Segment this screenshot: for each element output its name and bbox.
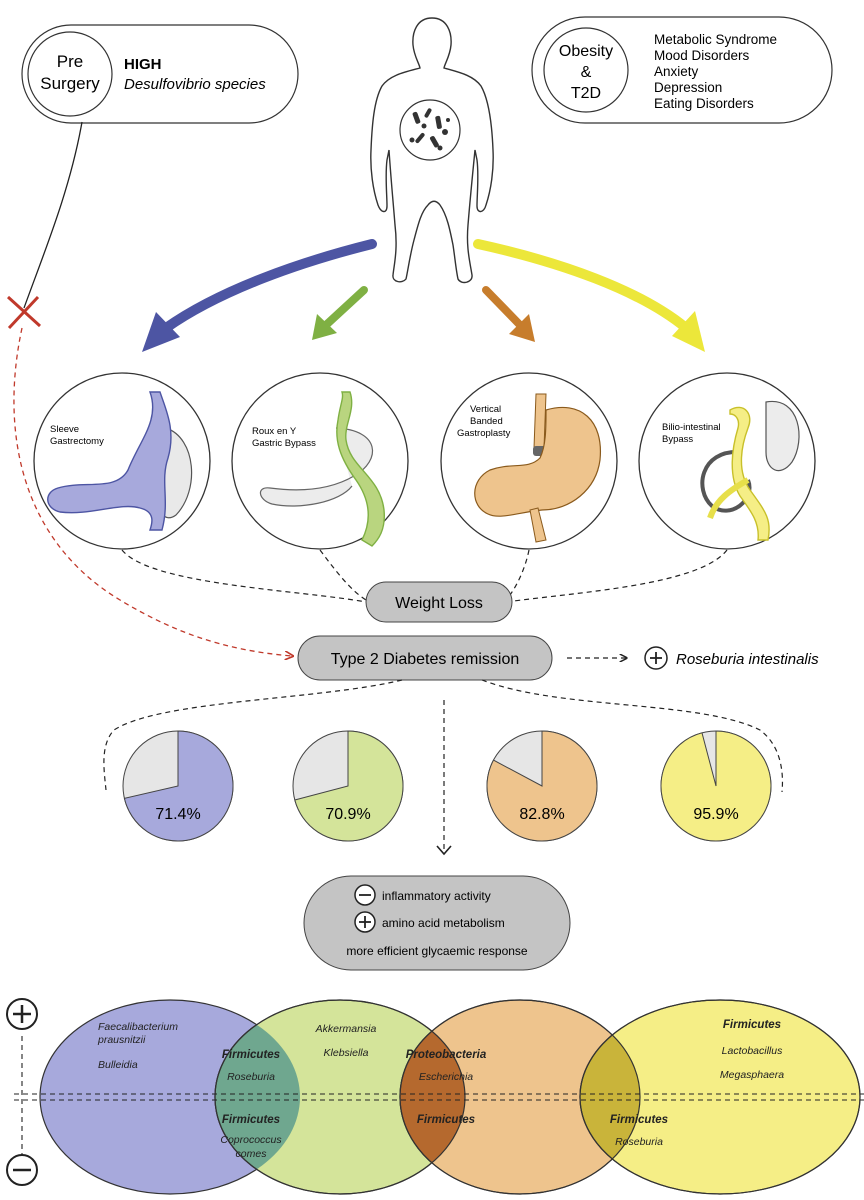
venn-overlap1-up-genus: Roseburia: [227, 1071, 275, 1083]
venn-overlap3-down-genus: Roseburia: [615, 1136, 663, 1148]
venn-sleeve-up-3: Bulleidia: [98, 1059, 138, 1071]
condition-4: Depression: [654, 80, 722, 95]
roseburia-label: Roseburia intestinalis: [676, 651, 819, 668]
plus-icon: [354, 911, 376, 933]
pie-value-label: 82.8%: [519, 806, 564, 823]
arrow-rygb-icon: [312, 286, 368, 340]
effects-line-3: more efficient glycaemic response: [346, 944, 528, 958]
pie-value-slice: [294, 730, 404, 842]
minus-icon: [354, 884, 376, 906]
venn-overlap2-down-phylum: Firmicutes: [417, 1114, 475, 1126]
condition-1: Metabolic Syndrome: [654, 32, 777, 47]
venn-overlap2-up-genus: Escherichia: [419, 1071, 473, 1083]
venn-rygb-up-1: Akkermansia: [315, 1023, 377, 1035]
plus-icon: [644, 646, 668, 670]
dash-rygb-to-weightloss: [319, 549, 367, 601]
obesity-label-3: T2D: [571, 85, 601, 102]
dash-vbg-to-weightloss: [505, 549, 530, 601]
pie-chart-1: 71.4%: [122, 730, 234, 842]
stomach-bib-icon: [700, 400, 800, 541]
procedure-rygb-name-1: Roux en Y: [252, 426, 297, 437]
t2d-remission-label: Type 2 Diabetes remission: [331, 651, 520, 668]
presurgery-label-1: Pre: [57, 52, 83, 71]
venn-overlap1-down-genus-1: Coprococcus: [220, 1134, 282, 1146]
obesity-label-1: Obesity: [559, 43, 613, 60]
chevron-down-icon: [436, 845, 452, 856]
procedure-sleeve-name-2: Gastrectomy: [50, 436, 104, 447]
venn-bib-up-1: Lactobacillus: [722, 1045, 783, 1057]
procedure-sleeve-name-1: Sleeve: [50, 424, 79, 435]
dash-arc-right: [481, 679, 784, 793]
t2d-remission-pill: Type 2 Diabetes remission: [297, 635, 553, 681]
dash-arc-left: [103, 679, 403, 791]
pie-chart-3: 82.8%: [486, 730, 598, 842]
effects-pill: inflammatory activity amino acid metabol…: [303, 875, 571, 971]
procedure-rygb: Roux en Y Gastric Bypass: [231, 372, 409, 550]
pie-charts: 71.4% 70.9% 82.8% 95.9%: [122, 730, 772, 842]
condition-3: Anxiety: [654, 64, 699, 79]
arrow-vbg-icon: [482, 286, 535, 342]
procedure-vbg-name-1: Vertical: [470, 404, 501, 415]
effects-line-2: amino acid metabolism: [382, 916, 505, 930]
presurgery-line: [23, 121, 83, 309]
pie-value-slice: [486, 730, 598, 842]
blocked-x-icon: [6, 295, 42, 330]
venn-overlap1-down-genus-2: comes: [236, 1148, 268, 1160]
arrow-bib-icon: [473, 239, 705, 352]
weight-loss-pill: Weight Loss: [365, 581, 513, 623]
venn-diagram: [39, 999, 861, 1195]
pie-chart-4: 95.9%: [660, 730, 772, 842]
procedure-bib: Bilio-intestinal Bypass: [638, 372, 816, 550]
dash-bib-to-weightloss: [505, 549, 728, 603]
venn-rygb-up-2: Klebsiella: [324, 1047, 369, 1059]
procedure-bib-name-2: Bypass: [662, 434, 693, 445]
pie-chart-2: 70.9%: [292, 730, 404, 842]
venn-sleeve-up-2: prausnitzii: [97, 1034, 146, 1046]
arrow-sleeve-icon: [142, 239, 377, 352]
venn-overlap1-up-phylum: Firmicutes: [222, 1049, 280, 1061]
procedure-bib-name-1: Bilio-intestinal: [662, 422, 721, 433]
venn-bib-up-2: Megasphaera: [720, 1069, 784, 1081]
gut-microbiome-icon: [399, 99, 461, 161]
condition-2: Mood Disorders: [654, 48, 750, 63]
presurgery-box: Pre Surgery HIGH Desulfovibrio species: [21, 24, 299, 124]
stomach-rygb-icon: [259, 391, 386, 547]
venn-sleeve-up-1: Faecalibacterium: [98, 1021, 178, 1033]
procedure-sleeve: Sleeve Gastrectomy: [33, 372, 211, 550]
venn-overlap3-down-phylum: Firmicutes: [610, 1114, 668, 1126]
minus-icon: [6, 1154, 38, 1186]
pie-value-slice: [660, 730, 772, 842]
red-dashed-path: [13, 327, 292, 656]
weight-loss-label: Weight Loss: [395, 595, 483, 612]
stomach-vbg-icon: [474, 393, 602, 543]
pie-value-label: 95.9%: [693, 806, 738, 823]
procedure-vbg: Vertical Banded Gastroplasty: [440, 372, 618, 550]
obesity-box: Obesity & T2D Metabolic Syndrome Mood Di…: [531, 16, 833, 124]
presurgery-level: HIGH: [124, 56, 162, 73]
venn-bib-up-phylum: Firmicutes: [723, 1019, 781, 1031]
effects-line-1: inflammatory activity: [382, 889, 491, 903]
presurgery-label-2: Surgery: [40, 74, 100, 93]
condition-5: Eating Disorders: [654, 96, 754, 111]
obesity-label-2: &: [581, 64, 592, 81]
pie-value-label: 70.9%: [325, 806, 370, 823]
pie-value-slice: [123, 730, 234, 842]
procedure-rygb-name-2: Gastric Bypass: [252, 438, 316, 449]
plus-icon: [6, 998, 38, 1030]
procedure-vbg-name-3: Gastroplasty: [457, 428, 511, 439]
presurgery-species: Desulfovibrio species: [124, 76, 266, 93]
pie-value-label: 71.4%: [155, 806, 200, 823]
venn-overlap1-down-phylum: Firmicutes: [222, 1114, 280, 1126]
venn-overlap2-up-phylum: Proteobacteria: [406, 1049, 487, 1061]
dash-sleeve-to-weightloss: [121, 549, 367, 603]
procedure-vbg-name-2: Banded: [470, 416, 503, 427]
stomach-sleeve-icon: [47, 391, 193, 531]
